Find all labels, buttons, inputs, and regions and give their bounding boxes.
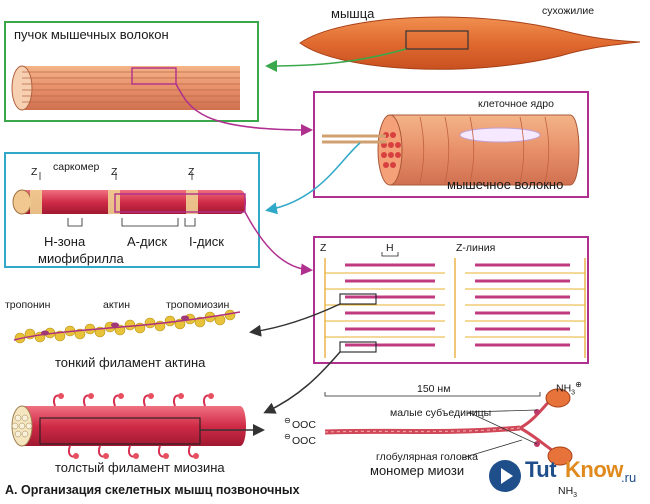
label-myofibril: миофибрилла (38, 251, 124, 266)
myofibril-illustration (12, 172, 246, 227)
label-nh3-bottom: NH3 (558, 485, 578, 500)
label-thick-filament: толстый филамент миозина (55, 460, 225, 475)
sarcomere-filaments (324, 252, 586, 358)
label-h-zone: Н-зона (44, 234, 86, 249)
label-nh3-top: NH3⊕ (556, 380, 582, 397)
muscle-fiber-box (313, 91, 589, 198)
label-thin-filament: тонкий филамент актина (55, 355, 206, 370)
watermark-ru: .ru (621, 470, 637, 485)
muscle-shape (299, 16, 641, 70)
tutknow-logo-icon (489, 460, 521, 492)
label-z-right: Z (188, 166, 195, 178)
label-myosin-monomer: мономер миози (370, 463, 465, 478)
label-ooc-2: OOC (292, 435, 316, 447)
label-ooc-charge-1: ⊖ (284, 416, 291, 425)
label-muscle: мышца (331, 6, 375, 21)
label-scale: 150 нм (417, 383, 451, 395)
label-actin: актин (103, 299, 131, 311)
label-z-left: Z (31, 166, 38, 178)
label-z-sarcomere: Z (320, 242, 327, 254)
watermark-know: Know (565, 457, 623, 482)
label-troponin: тропонин (5, 299, 51, 311)
label-z-mid: Z (111, 166, 118, 178)
label-i-disk: I-диск (189, 234, 224, 249)
label-ooc-charge-2: ⊖ (284, 432, 291, 441)
figure-caption: А. Организация скелетных мышц позвоночны… (5, 483, 300, 497)
label-globular-head: глобулярная головка (376, 451, 478, 463)
label-h-sarcomere: Н (386, 242, 394, 254)
label-small-subunits: малые субъединицы (390, 407, 492, 419)
label-cell-nucleus: клеточное ядро (478, 98, 554, 110)
label-sarcomere: саркомер (53, 161, 100, 173)
fiber-bundle-illustration (11, 65, 240, 111)
label-z-line: Z-линия (456, 242, 496, 254)
label-tendon: сухожилие (542, 5, 595, 17)
connector-arrows (175, 48, 538, 459)
label-muscle-fiber: мышечное волокно (447, 177, 564, 192)
myosin-filament (11, 393, 246, 459)
label-a-disk: А-диск (127, 234, 168, 249)
label-ooc-1: OOC (292, 419, 316, 431)
myofibril-box (4, 152, 260, 268)
label-fiber-bundle: пучок мышечных волокон (14, 27, 169, 42)
muscle-fiber-illustration (322, 114, 580, 186)
label-tropomyosin: тропомиозин (166, 299, 230, 311)
myosin-monomer (324, 388, 573, 466)
actin-filament (13, 309, 241, 344)
watermark-tut: Tut (525, 457, 557, 482)
sarcomere-box (313, 236, 589, 364)
